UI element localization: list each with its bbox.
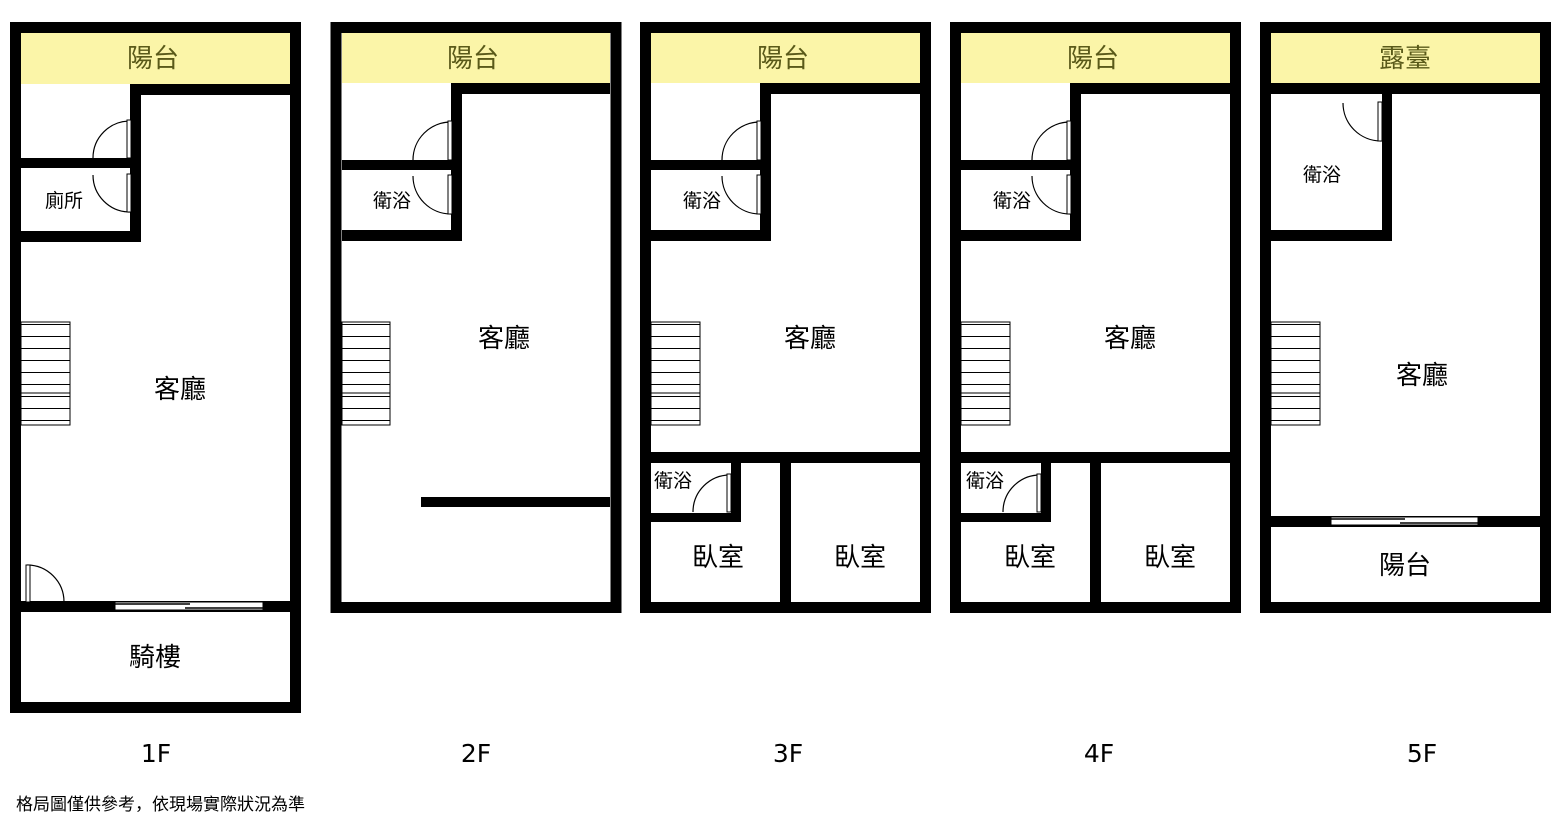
floor-5f: 露臺 衛浴 客廳 陽台: [1260, 22, 1551, 613]
stairs: [20, 321, 71, 426]
stairs: [341, 321, 391, 426]
living-room-label: 客廳: [784, 324, 836, 354]
door-leaf: [447, 120, 453, 161]
bedroom-1-label: 臥室: [692, 543, 744, 573]
door-swing: [692, 474, 731, 513]
door-swing: [92, 174, 131, 213]
bedroom-2-label: 臥室: [834, 543, 886, 573]
sliding-door: [1330, 516, 1479, 526]
door-swing: [1031, 121, 1071, 161]
sliding-door: [114, 601, 264, 611]
wall: [961, 230, 1081, 241]
wall: [1090, 452, 1101, 602]
balcony-label: 陽台: [1067, 44, 1119, 74]
wall: [21, 231, 141, 242]
wall: [342, 160, 457, 170]
bathroom-label: 衛浴: [993, 190, 1031, 212]
living-room-label: 客廳: [154, 375, 206, 405]
wall: [651, 160, 766, 170]
floor-label-3f: 3F: [773, 739, 803, 768]
wall: [342, 230, 462, 241]
outer-wall: [330, 22, 622, 613]
floor-3f: 陽台 衛浴 客廳 衛浴 臥室 臥室: [640, 22, 931, 613]
balcony-fill: [342, 33, 610, 83]
outer-wall: [1260, 22, 1551, 613]
door-swing: [412, 175, 452, 215]
door-leaf: [126, 173, 132, 213]
balcony-label: 陽台: [1379, 551, 1431, 581]
door-swing: [721, 175, 761, 215]
bathroom-2-label: 衛浴: [654, 470, 692, 492]
wall: [731, 452, 741, 522]
door-leaf: [1036, 473, 1042, 513]
floor-label-1f: 1F: [141, 739, 171, 768]
wall: [1041, 452, 1051, 522]
wall: [1271, 230, 1392, 241]
outer-wall: [640, 22, 931, 613]
stairs: [960, 321, 1011, 426]
door-leaf: [25, 564, 31, 603]
terrace-fill: [1271, 33, 1540, 83]
wall: [651, 513, 741, 522]
wall: [651, 230, 771, 241]
wall: [1271, 83, 1540, 94]
door-leaf: [756, 120, 762, 161]
living-room-label: 客廳: [478, 324, 530, 354]
door-leaf: [447, 174, 453, 215]
floor-label-4f: 4F: [1084, 739, 1114, 768]
bedroom-1-label: 臥室: [1004, 543, 1056, 573]
bathroom-label: 衛浴: [683, 190, 721, 212]
bathroom-label: 衛浴: [373, 190, 411, 212]
toilet-label: 廁所: [45, 189, 83, 212]
door-leaf: [1066, 120, 1072, 161]
door-swing: [92, 120, 131, 159]
door-swing: [26, 564, 65, 603]
wall: [451, 83, 610, 94]
stairs: [650, 321, 701, 426]
balcony-fill: [21, 33, 290, 84]
disclaimer-note: 格局圖僅供參考，依現場實際狀況為準: [16, 795, 305, 815]
door-leaf: [1066, 174, 1072, 215]
wall: [961, 513, 1051, 522]
stairs: [1270, 321, 1321, 426]
floor-2f: 陽台 衛浴 客廳: [330, 22, 622, 613]
wall: [1070, 83, 1230, 94]
door-swing: [412, 121, 452, 161]
bedroom-2-label: 臥室: [1144, 543, 1196, 573]
wall: [21, 158, 136, 168]
door-leaf: [126, 119, 132, 159]
door-swing: [721, 121, 761, 161]
door-leaf: [1377, 101, 1383, 142]
outer-wall: [10, 22, 301, 713]
floor-4f: 陽台 衛浴 客廳 衛浴 臥室 臥室: [950, 22, 1241, 613]
balcony-fill: [651, 33, 920, 83]
bathroom-2-label: 衛浴: [966, 470, 1004, 492]
wall: [961, 160, 1076, 170]
wall: [760, 83, 920, 94]
wall: [130, 84, 290, 95]
floor-label-5f: 5F: [1407, 739, 1437, 768]
wall: [1382, 83, 1392, 241]
balcony-label: 陽台: [127, 44, 179, 74]
balcony-label: 陽台: [447, 44, 499, 74]
living-room-label: 客廳: [1104, 324, 1156, 354]
terrace-label: 露臺: [1379, 44, 1431, 74]
door-leaf: [726, 473, 732, 513]
door-swing: [1342, 102, 1382, 142]
wall: [421, 497, 610, 507]
floor-label-2f: 2F: [461, 739, 491, 768]
living-room-label: 客廳: [1396, 361, 1448, 391]
door-swing: [1002, 474, 1041, 513]
outer-wall: [950, 22, 1241, 613]
balcony-label: 陽台: [757, 44, 809, 74]
door-swing: [1031, 175, 1071, 215]
door-leaf: [756, 174, 762, 215]
balcony-fill: [961, 33, 1230, 83]
wall: [780, 452, 791, 602]
bathroom-label: 衛浴: [1303, 164, 1341, 186]
floor-1f: 陽台 廁所 客廳 騎樓: [10, 22, 301, 713]
arcade-label: 騎樓: [129, 643, 181, 673]
